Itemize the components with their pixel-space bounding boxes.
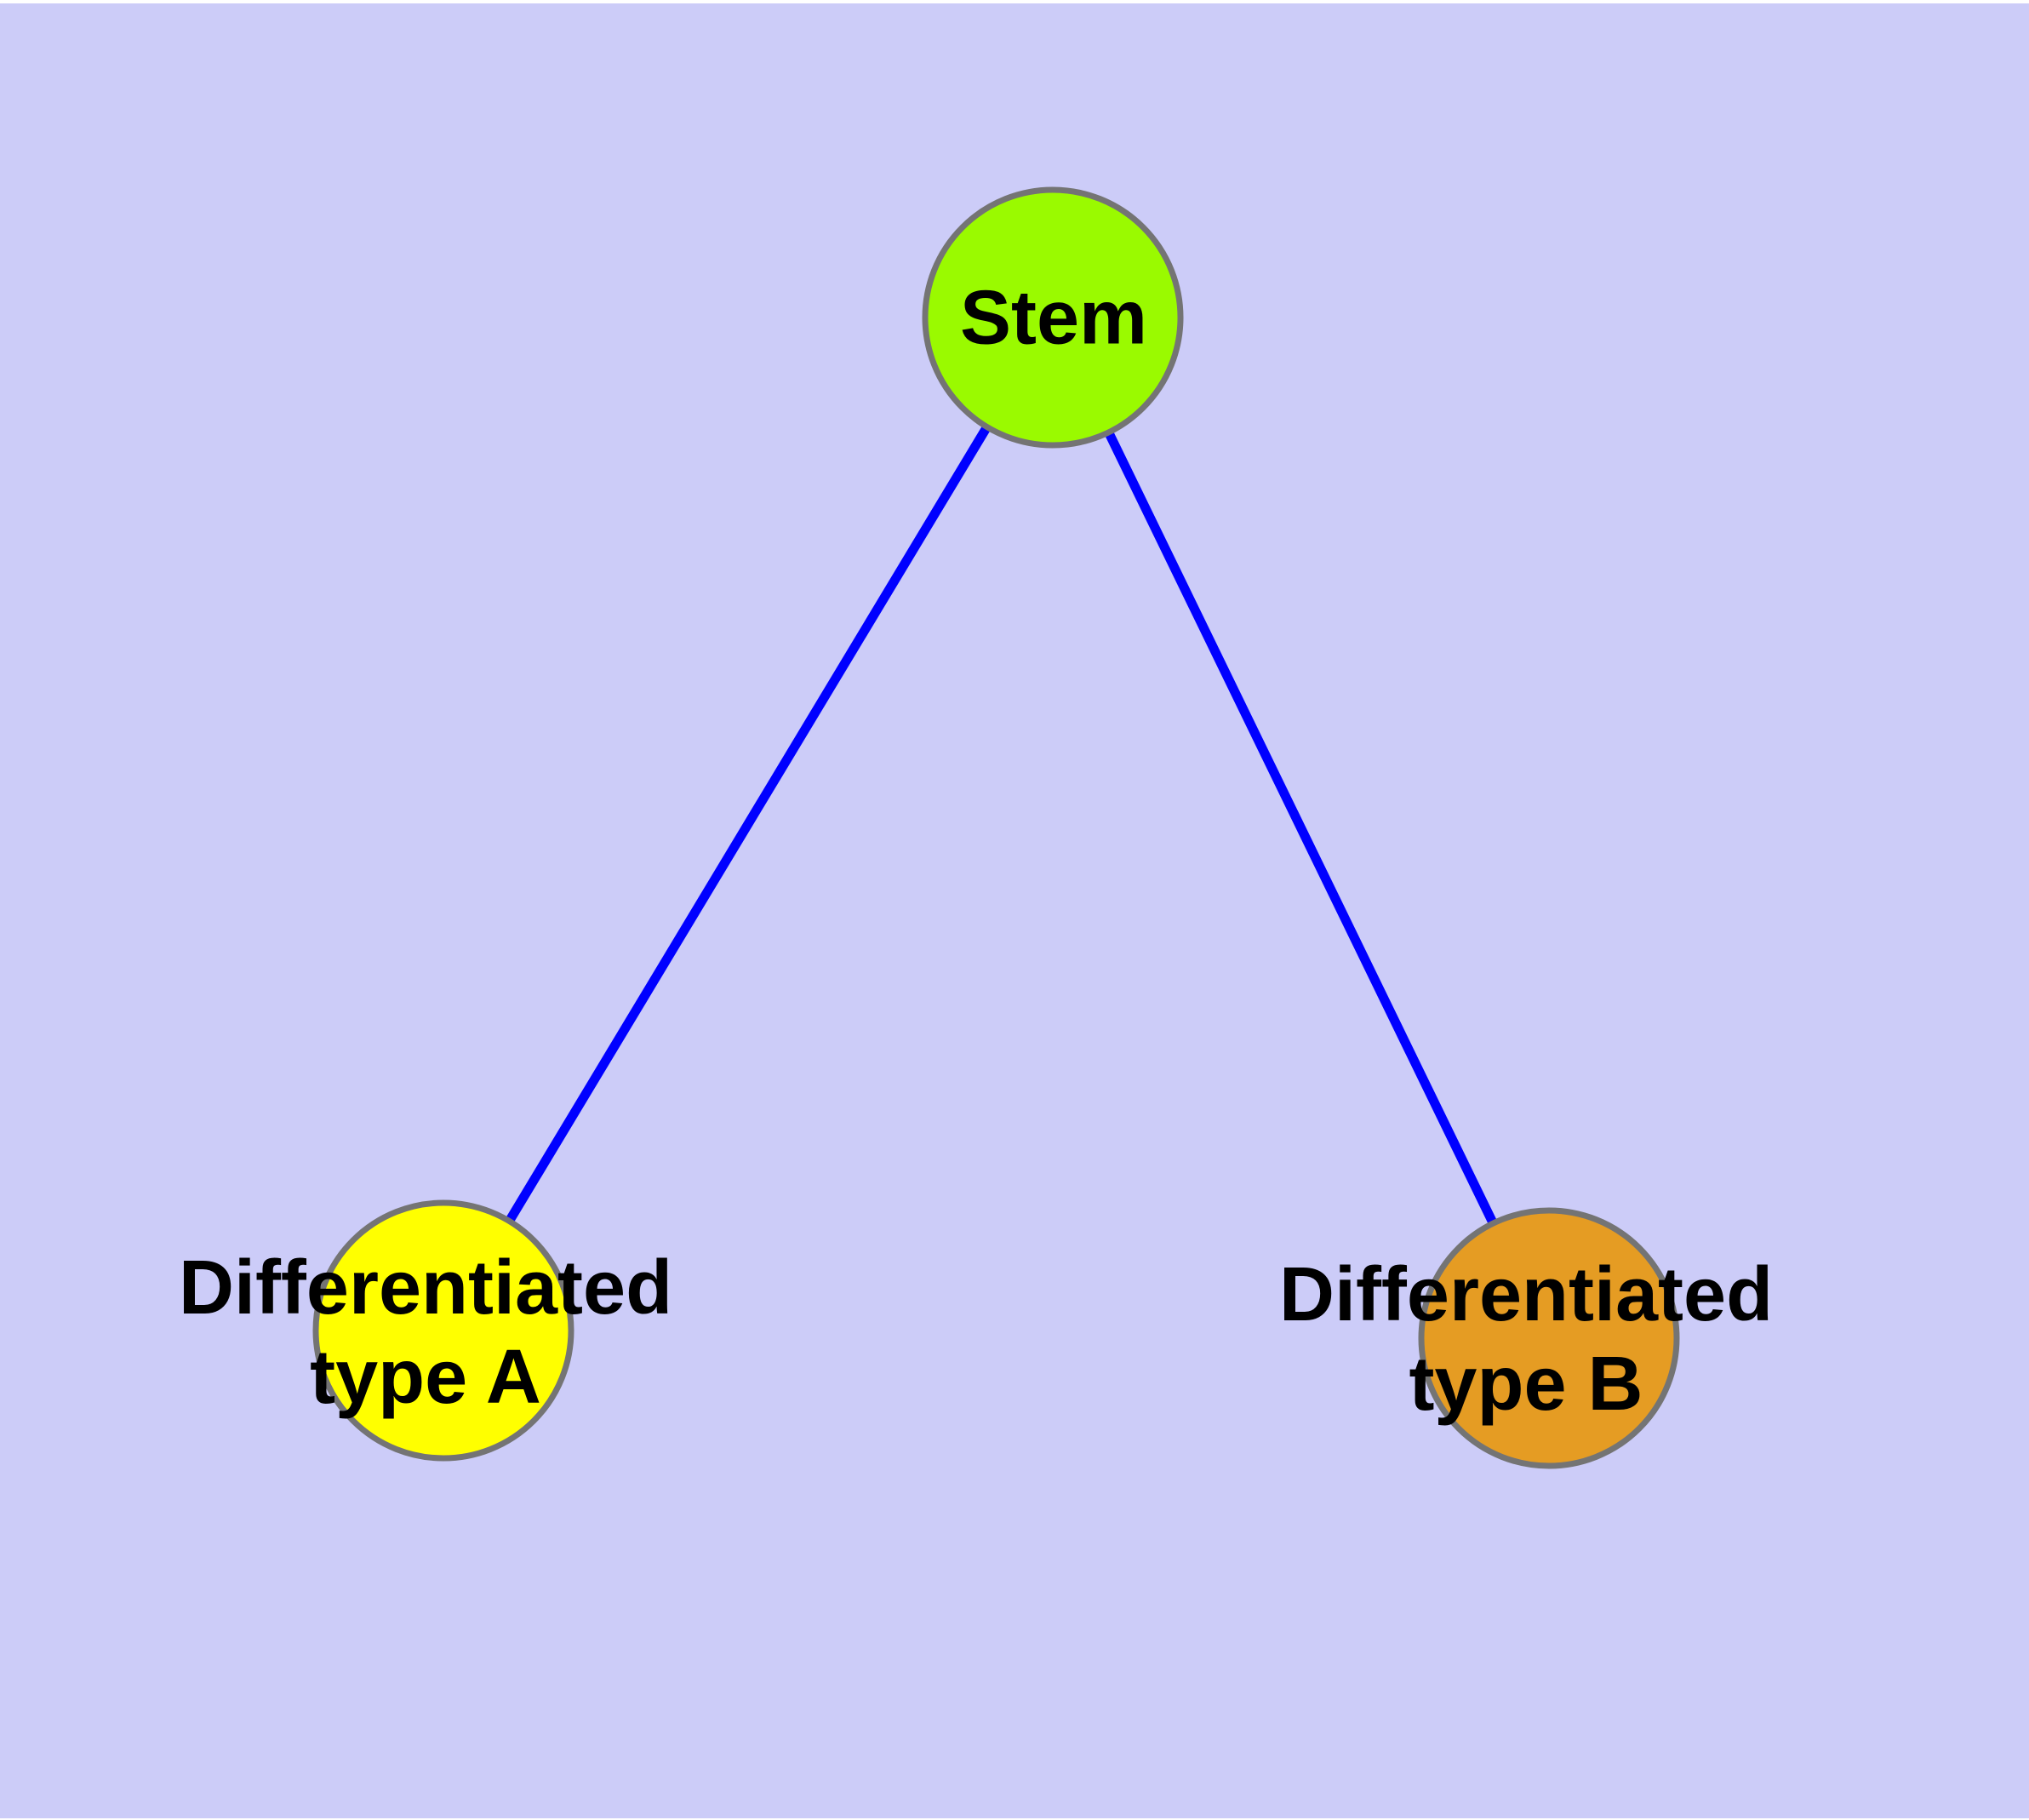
edge-stem-type-a bbox=[439, 315, 1057, 1333]
bottom-margin-strip bbox=[0, 1818, 2029, 1820]
node-type-a-circle bbox=[312, 1199, 574, 1462]
node-type-b-circle bbox=[1418, 1207, 1680, 1469]
node-type-b-label: Differentiated type B bbox=[1278, 1252, 1774, 1427]
node-stem-label: Stem bbox=[959, 275, 1148, 361]
node-stem-circle bbox=[922, 186, 1184, 449]
node-type-a-label: Differentiated type A bbox=[178, 1245, 673, 1420]
edge-stem-type-b bbox=[1049, 315, 1553, 1341]
top-margin-strip bbox=[0, 0, 2029, 3]
